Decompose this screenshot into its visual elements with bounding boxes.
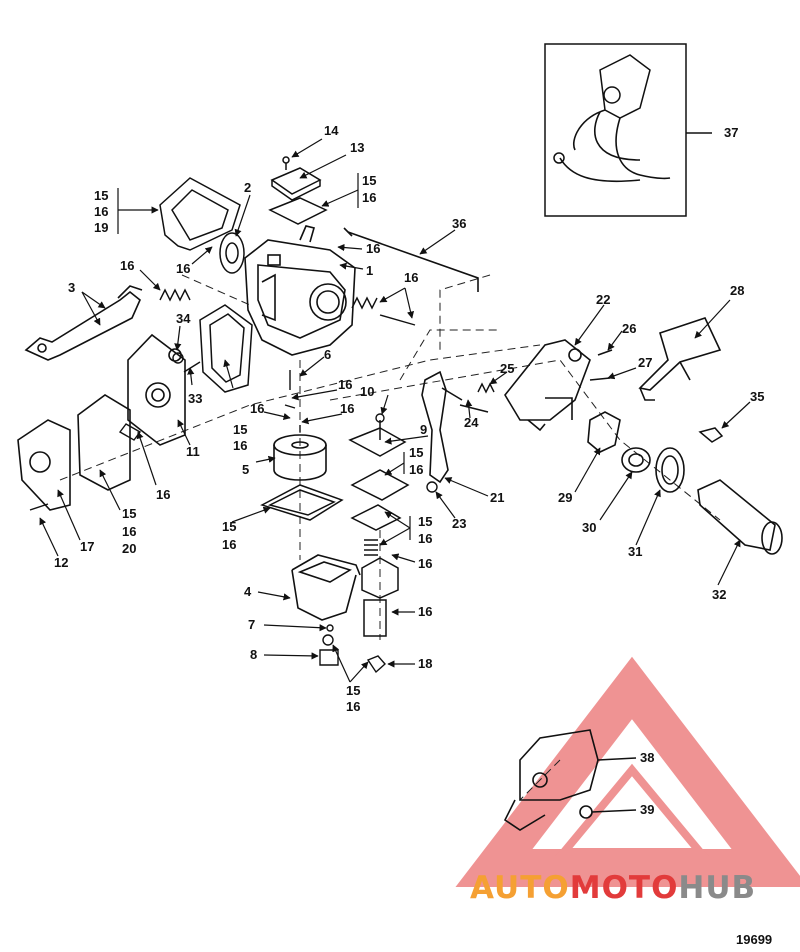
callout-34: 34 (176, 311, 191, 326)
callout-16-p: 16 (418, 556, 433, 571)
callout-2: 2 (244, 180, 252, 195)
callout-16-l: 16 (156, 487, 171, 502)
fuel-pump-body (127, 333, 186, 446)
callout-28: 28 (730, 283, 745, 298)
knob-assembly (587, 411, 783, 555)
leader-lines (39, 138, 751, 683)
callout-16-e: 16 (404, 270, 419, 285)
inset-box-37 (544, 43, 712, 217)
callout-12: 12 (54, 555, 69, 570)
callout-16-m: 16 (122, 524, 137, 539)
callout-31: 31 (628, 544, 643, 559)
callout-15-f: 15 (222, 519, 237, 534)
callout-16-f: 16 (120, 258, 135, 273)
callout-5: 5 (242, 462, 250, 477)
callout-37: 37 (724, 125, 739, 140)
callout-21: 21 (490, 490, 505, 505)
side-gasket (159, 177, 241, 251)
assembly-centerlines (59, 274, 721, 801)
callout-16-i: 16 (250, 401, 265, 416)
callout-35: 35 (750, 389, 765, 404)
callout-29: 29 (558, 490, 573, 505)
watermark-triangle (455, 656, 800, 887)
callout-20: 20 (122, 541, 137, 556)
callout-1: 1 (366, 263, 374, 278)
watermark-text: AUTOMOTOHUB (470, 870, 756, 906)
top-cover (268, 156, 328, 225)
callout-39: 39 (640, 802, 655, 817)
callout-15-b: 15 (94, 188, 109, 203)
link-rod (343, 227, 479, 292)
callout-16-r: 16 (346, 699, 361, 714)
callout-30: 30 (582, 520, 597, 535)
choke-handle (638, 317, 722, 401)
callout-13: 13 (350, 140, 365, 155)
float-bowl (291, 554, 361, 621)
callout-15-c: 15 (409, 445, 424, 460)
callout-26: 26 (622, 321, 637, 336)
callout-4: 4 (244, 584, 252, 599)
callout-8: 8 (250, 647, 258, 662)
diaphragm (219, 232, 245, 274)
fuel-pump-cover (17, 394, 131, 511)
callout-19: 19 (94, 220, 109, 235)
callout-36: 36 (452, 216, 467, 231)
callout-16-k: 16 (233, 438, 248, 453)
watermark-auto: AUTO (470, 870, 570, 906)
callout-16-d: 16 (176, 261, 191, 276)
callout-23: 23 (452, 516, 467, 531)
watermark-hub: HUB (678, 870, 757, 906)
body-gasket (199, 304, 253, 393)
callout-16-o: 16 (418, 531, 433, 546)
choke-bracket (504, 339, 613, 432)
callout-16-g: 16 (338, 377, 353, 392)
callout-11: 11 (186, 444, 200, 459)
callout-25: 25 (500, 361, 515, 376)
callout-33: 33 (188, 391, 203, 406)
retaining-clip (698, 427, 724, 443)
callout-16-n: 16 (222, 537, 237, 552)
callout-10: 10 (360, 384, 375, 399)
callout-32: 32 (712, 587, 727, 602)
callout-15-d: 15 (233, 422, 248, 437)
callout-17: 17 (80, 539, 95, 554)
callout-15-g: 15 (418, 514, 433, 529)
callout-15-h: 15 (346, 683, 361, 698)
callout-15-e: 15 (122, 506, 137, 521)
callout-3: 3 (68, 280, 76, 295)
watermark-moto: MOTO (569, 870, 679, 906)
callout-16-b: 16 (94, 204, 109, 219)
callout-18: 18 (418, 656, 433, 671)
figure-number: 19699 (736, 932, 773, 947)
callout-6: 6 (324, 347, 332, 362)
callout-16: 16 (362, 190, 377, 205)
small-hardware (29, 352, 438, 674)
callout-38: 38 (640, 750, 655, 765)
callout-27: 27 (638, 355, 653, 370)
callout-24: 24 (464, 415, 479, 430)
callout-14: 14 (324, 123, 339, 138)
callout-16-h: 16 (409, 462, 424, 477)
callout-22: 22 (596, 292, 611, 307)
callout-16-j: 16 (340, 401, 355, 416)
callout-7: 7 (248, 617, 256, 632)
float-bowl-gasket (260, 484, 344, 521)
bracket-38 (503, 729, 637, 831)
callout-9: 9 (420, 422, 428, 437)
choke-lever (421, 370, 489, 484)
float (273, 434, 327, 481)
callout-16-c: 16 (366, 241, 381, 256)
throttle-lever (24, 285, 143, 361)
callout-16-q: 16 (418, 604, 433, 619)
springs (159, 288, 495, 556)
callout-15: 15 (362, 173, 377, 188)
needle-valve-assembly (348, 420, 410, 637)
carburetor-body (244, 225, 356, 356)
